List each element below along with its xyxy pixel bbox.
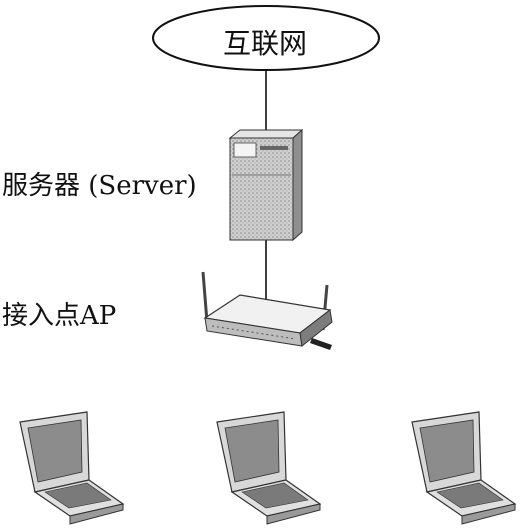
internet-ellipse — [152, 5, 380, 71]
access-point-label: 接入点AP — [2, 301, 117, 331]
router-icon — [201, 271, 333, 350]
internet-label: 互联网 — [222, 27, 307, 60]
server-icon — [228, 128, 304, 242]
laptop-icon — [411, 411, 517, 525]
server-label: 服务器 (Server) — [2, 171, 197, 201]
laptop-icon — [216, 411, 322, 525]
laptop-icon — [19, 411, 125, 525]
